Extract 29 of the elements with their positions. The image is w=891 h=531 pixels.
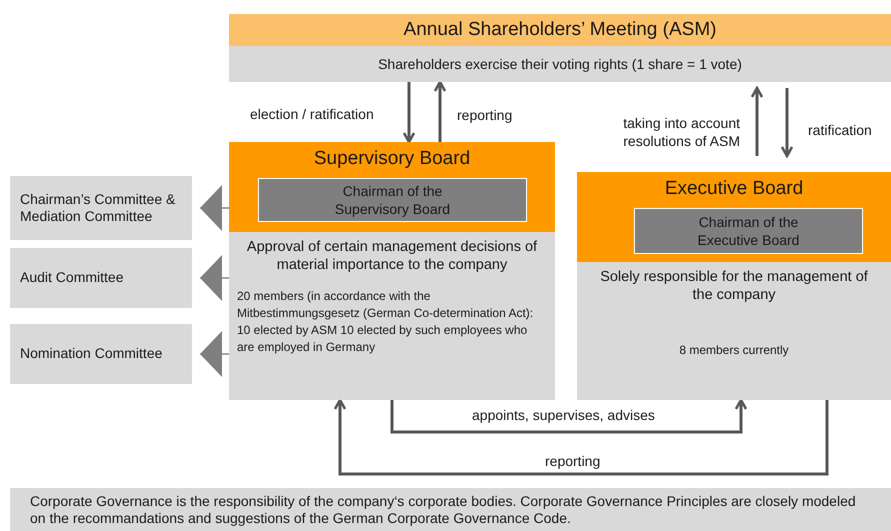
committee-box: Chairman’s Committee & Mediation Committee	[10, 176, 192, 240]
triangle-arrow	[200, 331, 230, 377]
board-note: 8 members currently	[679, 343, 789, 358]
board-description: Approval of certain management decisions of material importance to the company	[246, 239, 538, 274]
arrow	[390, 398, 748, 434]
edge-label: reporting	[457, 107, 512, 124]
triangle-arrow	[200, 255, 230, 301]
triangle-arrow	[200, 185, 230, 231]
chairman-box: Chairman of the Executive Board	[634, 208, 863, 254]
committee-box: Nomination Committee	[10, 324, 192, 384]
board-title: Supervisory Board	[314, 148, 470, 169]
board-description: Solely responsible for the management of the company	[600, 269, 868, 304]
arrow	[334, 398, 828, 476]
panel-heading: Annual Shareholders’ Meeting (ASM)	[229, 14, 891, 46]
arrow	[402, 82, 416, 144]
board-note: 20 members (in accordance with the Mitbestimmungsgesetz (German Co-determination Act): 10 elected by ASM 10 elected by such employees who are employed in Germany	[237, 289, 534, 354]
board-title: Executive Board	[664, 178, 804, 199]
caption: Corporate Governance is the responsibility of the company‘s corporate bodies. Corporate Governance Principles are closely modeled on the recommandations and suggestions of the German Corporate Governance Code.	[10, 488, 891, 531]
committee-box: Audit Committee	[10, 248, 192, 308]
arrow	[750, 86, 764, 156]
board-panel	[577, 172, 891, 400]
edge-label: appoints, supervises, advises	[472, 407, 655, 424]
panel-text: Shareholders exercise their voting rights (1 share = 1 vote)	[378, 56, 742, 72]
meeting-panel	[229, 14, 891, 82]
chairman-box: Chairman of the Supervisory Board	[258, 178, 527, 222]
arrow	[434, 80, 446, 142]
board-panel	[229, 142, 555, 400]
edge-label: reporting	[545, 453, 600, 470]
arrow	[780, 88, 794, 158]
